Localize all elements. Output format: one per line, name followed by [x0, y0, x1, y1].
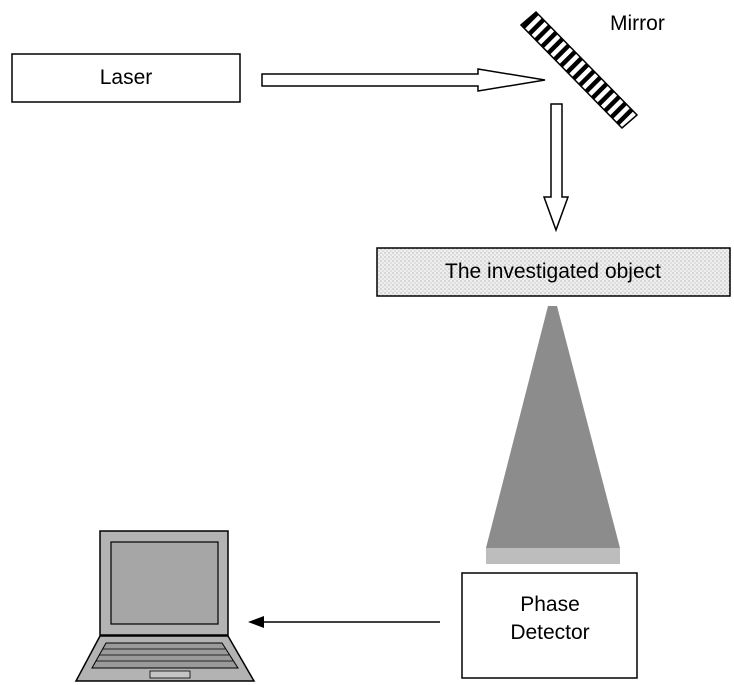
laptop-keyboard [91, 642, 239, 669]
laser-box [11, 53, 241, 103]
object-label: The investigated object [445, 260, 661, 283]
laptop-icon [74, 530, 256, 682]
hatched-mirror-icon [519, 10, 639, 130]
beam-arrow-mirror-to-object [542, 103, 570, 233]
signal-arrow-detector-to-computer [248, 616, 440, 628]
phase-detector: Phase Detector [461, 572, 638, 679]
detector-label-line1: Phase [520, 593, 580, 616]
transmitted-beam [486, 306, 620, 564]
detector-label-line2: Detector [510, 621, 589, 644]
detector-box [461, 572, 638, 679]
beam-cone-base [486, 548, 620, 564]
mirror-label: Mirror [610, 12, 665, 35]
laser-source: Laser [11, 53, 241, 103]
laptop-touchpad [149, 670, 191, 679]
laptop-screen [110, 541, 219, 625]
beam-arrow-laser-to-mirror [261, 68, 546, 92]
laser-label: Laser [100, 66, 153, 89]
investigated-object: The investigated object [376, 247, 731, 297]
beam-cone [486, 306, 620, 548]
object-slab [376, 247, 731, 297]
mirror: Mirror [519, 10, 665, 130]
